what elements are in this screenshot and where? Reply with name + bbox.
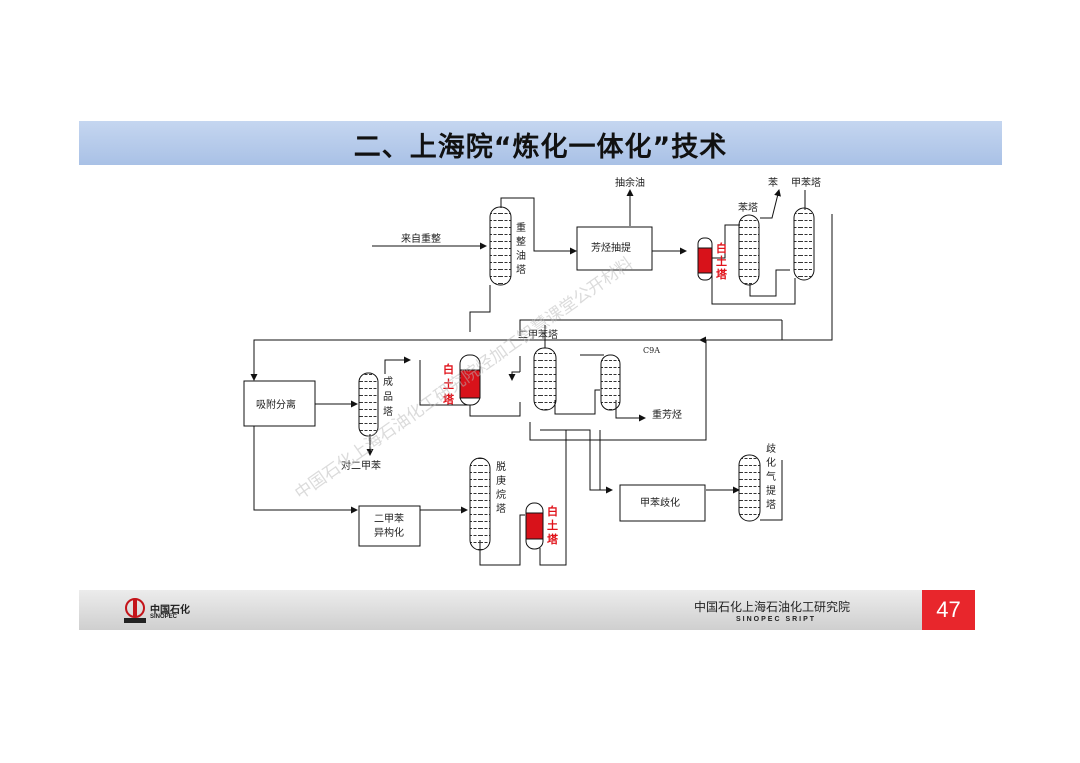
label-clay2-2: 土 (443, 377, 454, 391)
label-isomerization-2: 异构化 (374, 526, 404, 539)
label-clay2-3: 塔 (443, 392, 455, 406)
heavy-oil-tower (489, 206, 512, 286)
label-toluene-tower: 甲苯塔 (791, 176, 821, 189)
label-clay3-3: 塔 (547, 532, 559, 546)
label-xylene-tower: 二甲苯塔 (518, 328, 558, 341)
deheptanizer-tower (469, 457, 491, 551)
label-clay1-1: 白 (716, 241, 727, 255)
footer-bar (79, 590, 975, 630)
label-clay2-1: 白 (443, 362, 454, 376)
adsorption-separation-box (243, 380, 316, 427)
xylene-isomerization-box (358, 505, 421, 547)
xylene-tower (533, 347, 557, 411)
label-heavy-tower-1: 重 (516, 221, 526, 234)
label-raffinate: 抽余油 (615, 176, 645, 189)
label-toluene-disproportionation: 甲苯歧化 (640, 496, 680, 509)
toluene-tower (793, 207, 815, 281)
label-stripper-4: 提 (766, 485, 776, 497)
label-product-2: 品 (383, 391, 393, 403)
label-product-1: 成 (383, 376, 393, 388)
label-isomerization-1: 二甲苯 (374, 512, 404, 525)
label-dehep-2: 庚 (496, 474, 506, 487)
label-clay3-1: 白 (547, 504, 558, 518)
label-stripper-1: 歧 (766, 442, 776, 455)
institute-name: 中国石化上海石油化工研究院 (694, 600, 851, 614)
clay-tower-3 (525, 502, 544, 550)
label-clay1-3: 塔 (716, 267, 728, 281)
label-from-reformer: 来自重整 (401, 232, 441, 245)
aromatics-extraction-box (576, 226, 653, 271)
label-paraxylene: 对二甲苯 (341, 459, 381, 472)
label-c9a: C9A (643, 346, 660, 355)
label-stripper-5: 塔 (766, 498, 776, 511)
label-product-3: 塔 (383, 405, 393, 418)
c9a-tower (600, 354, 621, 411)
page-number: 47 (922, 590, 975, 630)
label-aromatics-extraction: 芳烃抽提 (591, 241, 631, 254)
clay-tower-2 (459, 354, 481, 406)
label-stripper-2: 化 (766, 456, 776, 469)
logo-chinese: 中国石化 (150, 605, 190, 616)
label-heavy-aromatics: 重芳烃 (652, 408, 682, 421)
page-title: 二、上海院“炼化一体化”技术 (353, 132, 728, 163)
label-heavy-tower-4: 塔 (516, 263, 526, 276)
watermark: 中国石化上海石油化工研究院烃加工智慧课堂公开材料 (291, 254, 637, 504)
product-tower (358, 372, 379, 437)
label-adsorption: 吸附分离 (256, 398, 296, 411)
label-stripper-3: 气 (766, 470, 776, 483)
sinopec-logo-icon (124, 598, 146, 623)
institute-english: SINOPEC SRIPT (736, 616, 817, 623)
toluene-disproportionation-box (619, 484, 706, 522)
label-clay3-2: 土 (547, 518, 558, 532)
label-clay1-2: 土 (716, 254, 727, 268)
label-benzene: 苯 (768, 176, 778, 189)
label-heavy-tower-2: 整 (516, 235, 526, 248)
label-benzene-tower: 苯塔 (738, 201, 758, 214)
label-dehep-3: 烷 (496, 488, 506, 501)
label-dehep-4: 塔 (496, 502, 506, 515)
stripper-tower (738, 454, 761, 522)
label-heavy-tower-3: 油 (516, 249, 526, 262)
title-bar: 二、上海院“炼化一体化”技术 (79, 121, 1002, 165)
benzene-tower (738, 214, 760, 286)
logo-english: SINOPEC (150, 614, 178, 620)
label-dehep-1: 脱 (496, 460, 506, 473)
clay-tower-1 (697, 237, 713, 281)
